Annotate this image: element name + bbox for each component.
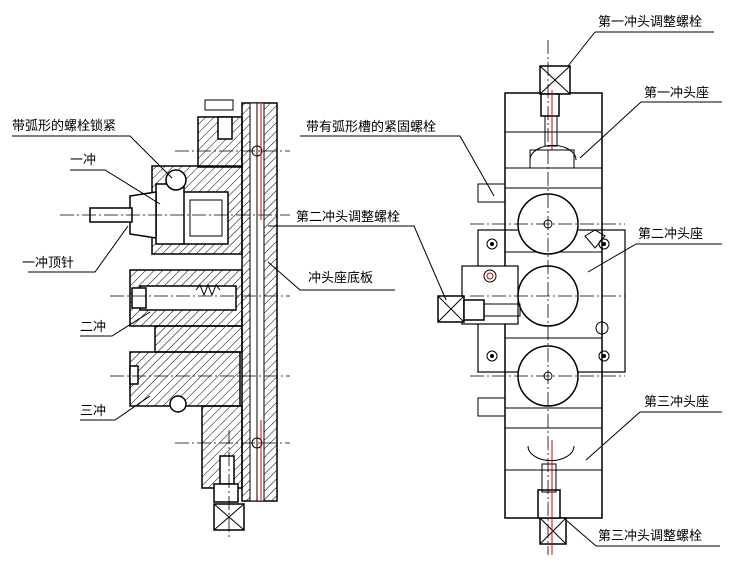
- right-front-view: [437, 40, 626, 555]
- top-bracket: [204, 99, 234, 111]
- punch2-spring: [195, 283, 221, 297]
- label-punch3-seat: 第三冲头座: [644, 395, 709, 410]
- label-punch2-seat: 第二冲头座: [638, 227, 703, 242]
- arc-lock-bolt: [165, 169, 187, 191]
- leader-lines: [12, 31, 722, 547]
- label-punch1-adjust-bolt: 第一冲头调整螺栓: [598, 15, 702, 30]
- label-punch-seat-base: 冲头座底板: [308, 270, 373, 286]
- labels: 带弧形的螺栓锁紧 一冲 一冲顶针 二冲 三冲 带有弧形槽的紧固螺栓 第二冲头调整…: [12, 15, 709, 544]
- label-punch3: 三冲: [80, 404, 106, 419]
- left-section-view: [60, 99, 290, 540]
- label-arc-bolt-lock: 带弧形的螺栓锁紧: [12, 118, 116, 134]
- label-punch1-seat: 第一冲头座: [644, 86, 709, 101]
- label-punch1: 一冲: [70, 153, 96, 168]
- label-punch2-adjust-bolt: 第二冲头调整螺栓: [296, 210, 400, 225]
- label-punch2: 二冲: [80, 320, 106, 335]
- label-punch1-ejector: 一冲顶针: [22, 256, 74, 271]
- label-punch3-adjust-bolt: 第三冲头调整螺栓: [598, 529, 702, 544]
- punch3-pin: [169, 395, 187, 413]
- label-arc-slot-bolt: 带有弧形槽的紧固螺栓: [306, 119, 436, 135]
